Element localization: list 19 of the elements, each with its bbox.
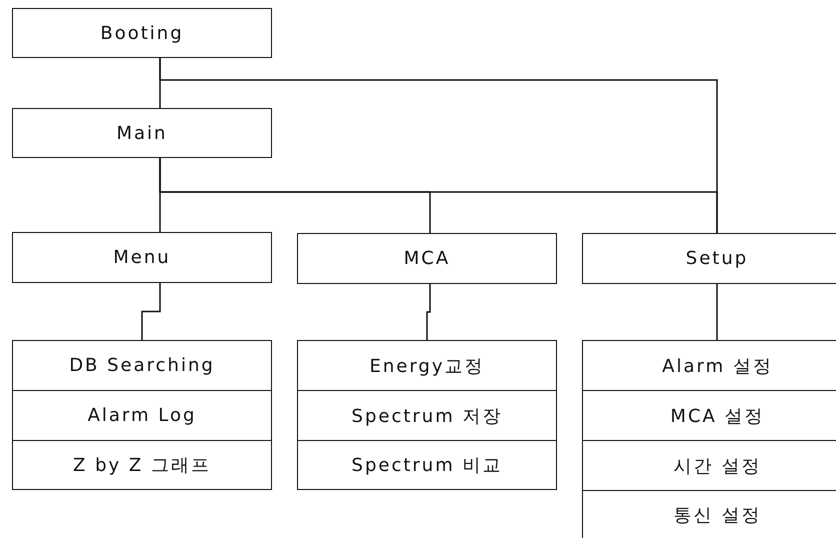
process-box: Setup (582, 233, 836, 284)
list-item-box: Z by Z 그래프 (12, 440, 272, 490)
connector-line (141, 283, 161, 340)
connector-line (426, 284, 431, 340)
connector-line (159, 158, 718, 233)
list-item-box: Spectrum 비교 (297, 440, 557, 490)
process-box: MCA (297, 233, 557, 284)
process-box: Menu (12, 232, 272, 283)
list-item-box: DB Searching (12, 340, 272, 390)
process-box: Booting (12, 8, 272, 58)
list-item-box: MCA 설정 (582, 390, 836, 440)
process-box: Main (12, 108, 272, 158)
list-item-box: Energy교정 (297, 340, 557, 390)
list-item-box: Spectrum 저장 (297, 390, 557, 440)
list-item-box: 통신 설정 (582, 490, 836, 538)
connector-line (716, 284, 718, 340)
list-item-box: Alarm Log (12, 390, 272, 440)
list-item-box: Alarm 설정 (582, 340, 836, 390)
list-item-box: 시간 설정 (582, 440, 836, 490)
